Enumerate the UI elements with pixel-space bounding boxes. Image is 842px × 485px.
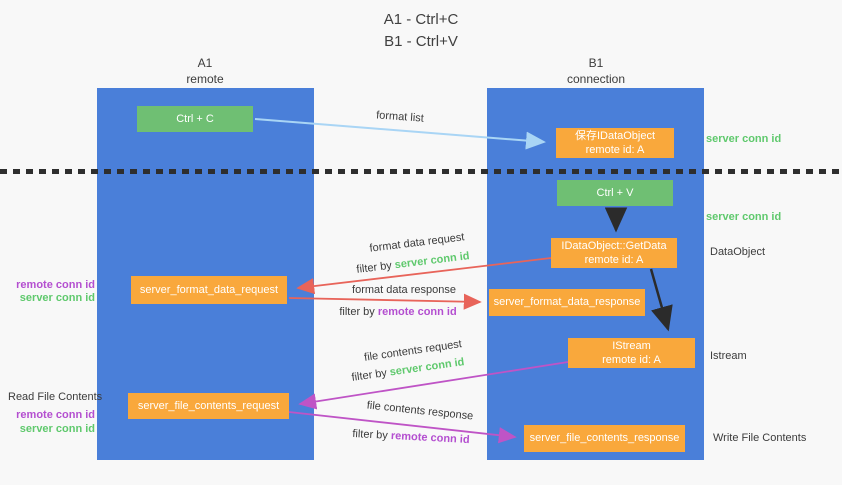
lane-a1-subtitle: remote bbox=[186, 71, 224, 86]
istream-line1: IStream bbox=[612, 339, 651, 352]
server-conn-id-right-mid: server conn id bbox=[706, 211, 782, 223]
server-format-data-request-node: server_format_data_request bbox=[131, 276, 287, 304]
save-idataobject-node: 保存IDataObject remote id: A bbox=[556, 128, 674, 158]
format-list-label: format list bbox=[375, 109, 425, 125]
server-format-data-request-label: server_format_data_request bbox=[139, 283, 279, 296]
format-data-response-arrow bbox=[288, 293, 482, 310]
diagram-title: A1 - Ctrl+C B1 - Ctrl+V bbox=[0, 9, 842, 53]
lane-b1-name: B1 bbox=[588, 56, 604, 70]
istream-side-label: Istream bbox=[710, 350, 747, 362]
server-conn-id-left-2: server conn id bbox=[19, 423, 95, 435]
remote-conn-id-text: remote conn id bbox=[390, 429, 470, 447]
getdata-line2: remote id: A bbox=[584, 254, 644, 266]
ctrl-v-label: Ctrl + V bbox=[596, 186, 634, 199]
server-format-data-response-node: server_format_data_response bbox=[489, 289, 645, 316]
server-conn-id-text: server conn id bbox=[394, 250, 471, 272]
server-conn-id-left-1: server conn id bbox=[19, 292, 95, 304]
istream-line2: remote id: A bbox=[602, 354, 661, 366]
filter-by-text: filter by bbox=[339, 306, 378, 318]
ctrl-c-label: Ctrl + C bbox=[176, 112, 214, 125]
server-conn-id-text: server conn id bbox=[388, 356, 466, 379]
phase-divider-dotted-line bbox=[0, 169, 842, 174]
idataobject-getdata-node: IDataObject::GetData remote id: A bbox=[551, 238, 677, 268]
lane-b1-subtitle: connection bbox=[566, 71, 626, 86]
save-idataobject-line1: 保存IDataObject bbox=[574, 129, 656, 142]
lane-a1-name: A1 bbox=[197, 56, 213, 70]
istream-node: IStream remote id: A bbox=[568, 338, 695, 368]
filter-by-text: filter by bbox=[355, 259, 396, 276]
title-line-1: A1 - Ctrl+C bbox=[383, 11, 459, 28]
lane-header-a1: A1 remote bbox=[145, 56, 265, 87]
remote-conn-id-left-1: remote conn id bbox=[16, 279, 95, 291]
remote-conn-id-left-2: remote conn id bbox=[16, 409, 95, 421]
filter-by-remote-conn-id-label-2: filter by remote conn id bbox=[352, 428, 470, 446]
filter-by-text: filter by bbox=[352, 427, 392, 442]
write-file-contents-label: Write File Contents bbox=[713, 432, 807, 444]
server-format-data-response-label: server_format_data_response bbox=[493, 296, 641, 309]
remote-conn-id-text: remote conn id bbox=[377, 306, 457, 318]
read-file-contents-label: Read File Contents bbox=[8, 391, 103, 403]
format-data-response-label: format data response bbox=[352, 284, 456, 296]
server-file-contents-request-label: server_file_contents_request bbox=[137, 399, 280, 412]
server-file-contents-response-label: server_file_contents_response bbox=[529, 432, 680, 445]
server-file-contents-response-node: server_file_contents_response bbox=[524, 425, 685, 452]
lane-header-b1: B1 connection bbox=[536, 56, 656, 87]
save-idataobject-line2: remote id: A bbox=[585, 144, 645, 156]
server-conn-id-right-top: server conn id bbox=[706, 133, 782, 145]
ctrl-c-node: Ctrl + C bbox=[137, 106, 253, 132]
filter-by-remote-conn-id-label-1: filter by remote conn id bbox=[339, 306, 456, 318]
ctrl-v-node: Ctrl + V bbox=[557, 180, 673, 206]
server-file-contents-request-node: server_file_contents_request bbox=[128, 393, 289, 419]
getdata-line1: IDataObject::GetData bbox=[561, 239, 667, 252]
title-line-2: B1 - Ctrl+V bbox=[384, 32, 458, 50]
dataobject-label: DataObject bbox=[710, 246, 766, 258]
file-contents-response-label: file contents response bbox=[366, 399, 474, 423]
filter-by-text: filter by bbox=[350, 366, 391, 384]
